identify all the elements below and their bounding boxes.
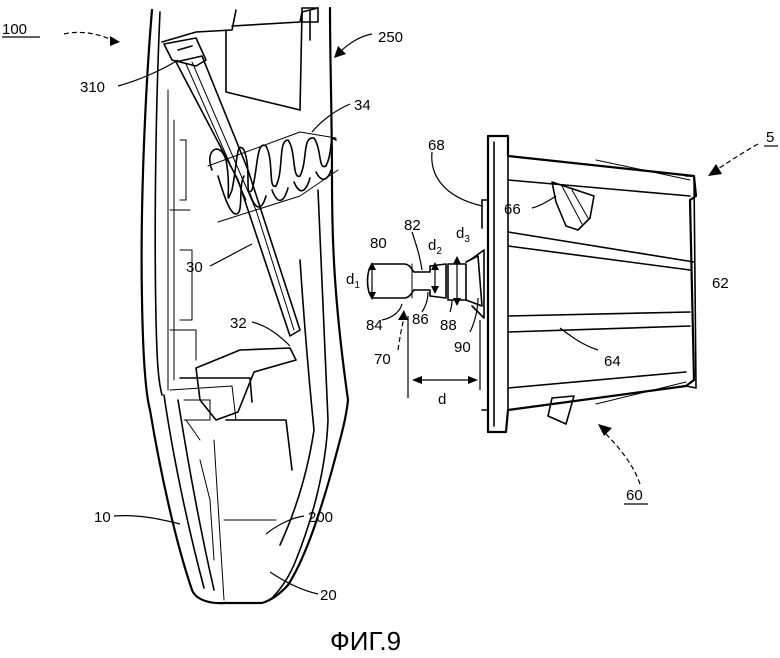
figure-caption: ФИГ.9 — [330, 626, 401, 656]
label-10: 10 — [94, 509, 111, 526]
label-82: 82 — [404, 217, 421, 234]
label-34: 34 — [354, 97, 371, 114]
label-80: 80 — [370, 235, 387, 252]
leader-lines — [63, 31, 759, 595]
label-66: 66 — [504, 201, 521, 218]
label-86: 86 — [412, 311, 429, 328]
label-62: 62 — [712, 275, 729, 292]
label-60: 60 — [626, 487, 643, 504]
label-84: 84 — [366, 317, 383, 334]
dim-d3: d3 — [456, 225, 470, 245]
pin-drawing — [366, 255, 483, 398]
label-88: 88 — [440, 317, 457, 334]
label-64: 64 — [604, 353, 621, 370]
label-20: 20 — [320, 587, 337, 604]
cap-assembly-drawing — [469, 134, 698, 434]
label-200: 200 — [308, 509, 333, 526]
label-68: 68 — [428, 137, 445, 154]
label-90: 90 — [454, 339, 471, 356]
label-70: 70 — [374, 351, 391, 368]
dim-d1: d1 — [346, 271, 360, 291]
reference-labels: 100 250 310 34 30 32 10 200 20 5 68 66 6… — [2, 21, 778, 656]
label-100: 100 — [2, 21, 27, 38]
label-30: 30 — [186, 259, 203, 276]
label-5: 5 — [766, 129, 774, 146]
label-310: 310 — [80, 79, 105, 96]
dim-d: d — [438, 391, 446, 408]
dim-d2: d2 — [428, 237, 442, 257]
device-housing-drawing — [140, 6, 350, 605]
label-250: 250 — [378, 29, 403, 46]
label-32: 32 — [230, 315, 247, 332]
